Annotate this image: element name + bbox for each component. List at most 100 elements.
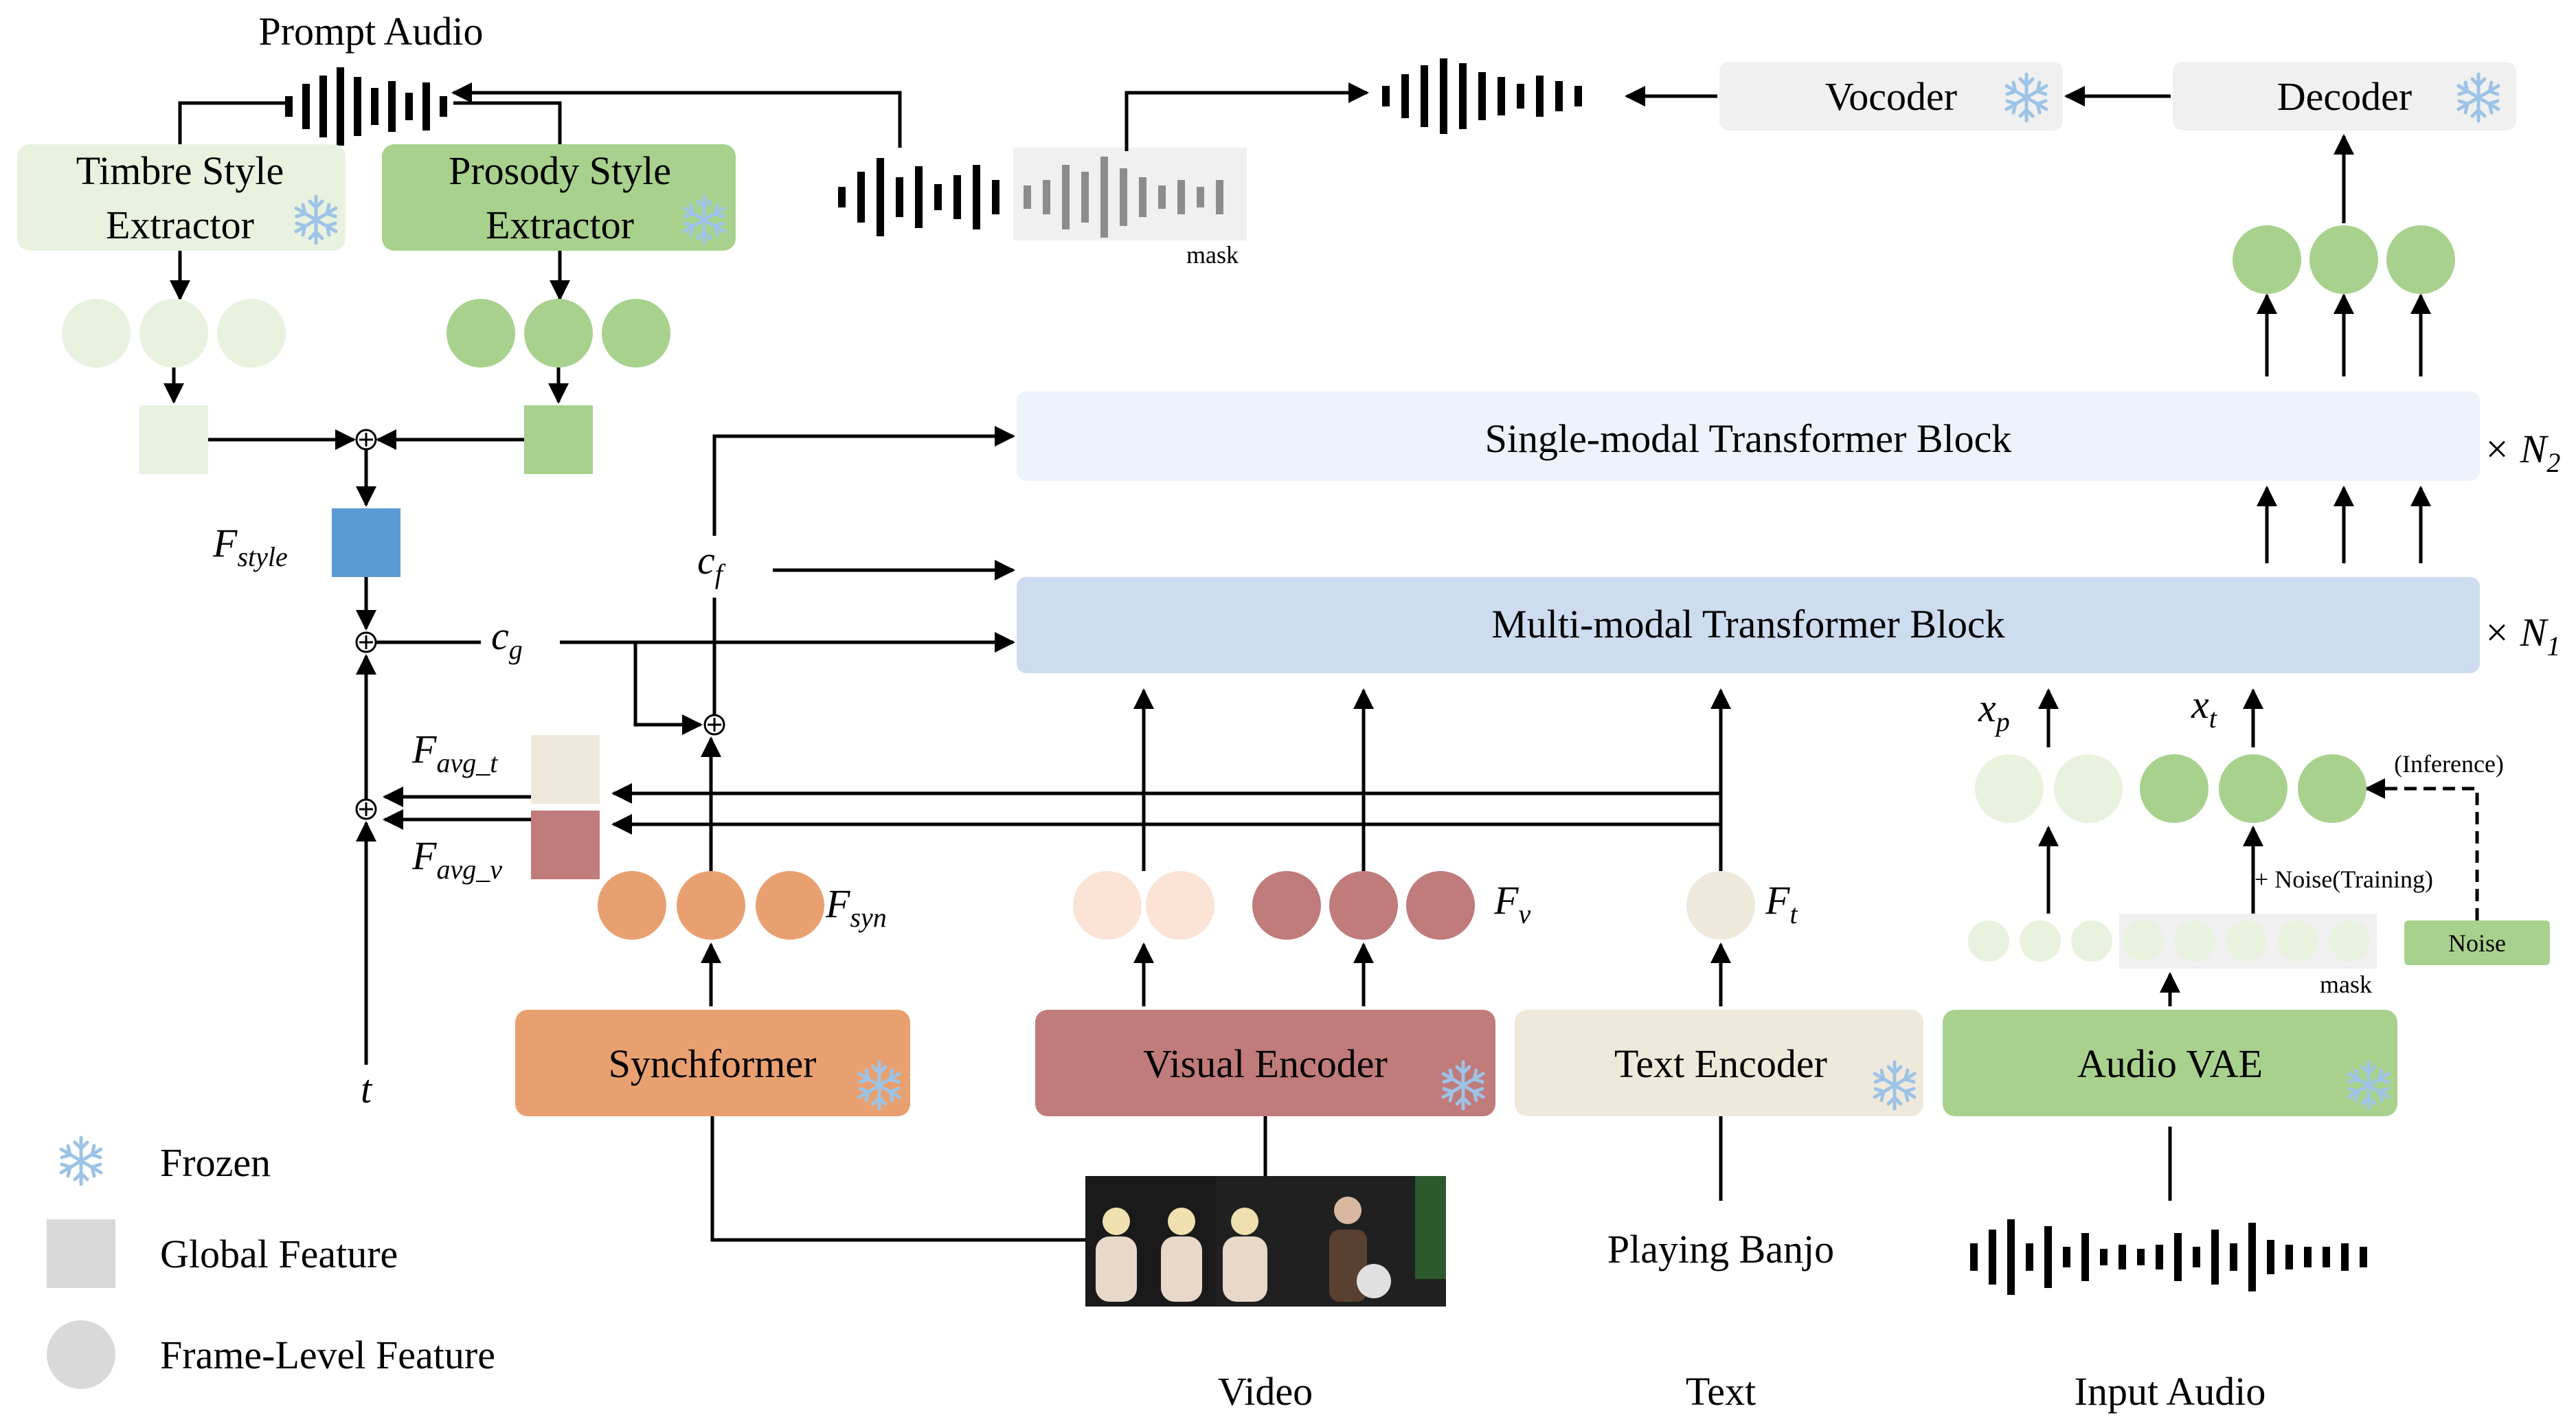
synchformer-block <box>515 1010 910 1116</box>
prosody-style-extractor <box>382 144 736 251</box>
prosody-feature-circle <box>447 299 515 368</box>
f-v-label: Fv <box>1493 878 1530 929</box>
sum-node <box>355 631 377 653</box>
latent-circle <box>2226 920 2267 962</box>
legend-global-label: Global Feature <box>160 1232 398 1276</box>
latent-circle <box>2020 920 2061 962</box>
sum-node <box>703 714 725 736</box>
f-t-label: Ft <box>1765 878 1798 929</box>
style-feature-square <box>332 508 400 577</box>
audio-vae-block <box>1943 1010 2397 1116</box>
visual-light-circle <box>1146 871 1214 940</box>
input-audio-label: Input Audio <box>2075 1369 2266 1414</box>
arrow <box>1125 82 1369 151</box>
prompt-to-prosody-line <box>453 101 562 144</box>
legend-global-square <box>47 1219 115 1288</box>
prompt-to-timbre-line <box>178 101 289 144</box>
c-f-label: cf <box>697 538 726 589</box>
input-audio-waveform <box>1970 1219 2367 1295</box>
text-feature-circle <box>1686 871 1755 940</box>
noise-training-label: + Noise(Training) <box>2255 866 2433 893</box>
text-encoder-label: Text Encoder <box>1614 1041 1827 1086</box>
output-latent-circle <box>2309 225 2378 294</box>
noise-label: Noise <box>2448 929 2506 957</box>
visual-encoder-label: Visual Encoder <box>1143 1041 1388 1086</box>
c-g-label: cg <box>491 613 523 665</box>
arrow <box>712 426 1015 536</box>
timbre-feature-circle <box>139 299 208 368</box>
timbre-global-square <box>139 405 208 474</box>
prosody-feature-circle <box>524 299 593 368</box>
noisy-latent-circle <box>2298 754 2366 823</box>
visual-feature-circle <box>1252 871 1321 940</box>
latent-circle <box>2174 920 2215 962</box>
noisy-latent-circle <box>2219 754 2287 823</box>
prosody-global-square <box>524 405 593 474</box>
mask-region <box>1013 148 1247 240</box>
avg-visual-square <box>531 811 600 879</box>
output-latent-circle <box>2233 225 2301 294</box>
mask-top-label: mask <box>1186 241 1239 269</box>
vocoder-block <box>1719 62 2063 131</box>
video-to-synch-line <box>710 1116 1089 1242</box>
timbre-style-extractor <box>17 144 346 251</box>
multi-modal-transformer-block <box>1017 577 2480 673</box>
prosody-label-line1: Prosody Style <box>449 148 671 193</box>
masked-audio-waveform <box>838 157 1223 238</box>
latent-circle <box>1968 920 2009 962</box>
timbre-feature-circle <box>217 299 286 368</box>
f-avg-t-label: Favg_t <box>411 727 498 778</box>
latent-circle <box>2277 920 2318 962</box>
prompt-latent-circle <box>2054 754 2123 823</box>
times-n2-label: × N2 <box>2483 427 2560 478</box>
sum-node <box>355 429 377 451</box>
timbre-label-line2: Extractor <box>106 203 254 247</box>
visual-feature-circle <box>1329 871 1398 940</box>
synch-feature-circle <box>677 871 745 940</box>
arrow <box>451 82 902 148</box>
decoder-block <box>2173 62 2516 131</box>
legend-frozen-label: Frozen <box>160 1140 271 1185</box>
noise-box <box>2404 920 2550 965</box>
prosody-feature-circle <box>602 299 670 368</box>
latent-circle <box>2329 920 2370 962</box>
visual-encoder-block <box>1035 1010 1495 1116</box>
video-frames <box>1085 1176 1446 1307</box>
timbre-label-line1: Timbre Style <box>76 148 284 193</box>
single-modal-transformer-block <box>1017 392 2480 481</box>
multi-modal-label: Multi-modal Transformer Block <box>1491 602 2005 646</box>
times-n1-label: × N1 <box>2483 610 2560 662</box>
sum-node <box>355 798 377 820</box>
noisy-latent-circle <box>2140 754 2208 823</box>
text-label: Text <box>1686 1369 1756 1414</box>
snowflake-icon <box>61 1138 101 1184</box>
legend-frame-circle <box>47 1320 115 1389</box>
f-avg-v-label: Favg_v <box>411 833 502 885</box>
output-latent-circle <box>2386 225 2455 294</box>
synch-feature-circle <box>598 871 666 940</box>
t-label: t <box>361 1067 373 1111</box>
f-style-label: Fstyle <box>212 521 288 572</box>
playing-banjo-label: Playing Banjo <box>1607 1227 1834 1272</box>
synchformer-label: Synchformer <box>609 1041 817 1086</box>
prompt-audio-waveform <box>285 67 447 146</box>
legend: Frozen Global Feature Frame-Level Featur… <box>47 1138 495 1389</box>
output-audio-waveform <box>1382 58 1582 134</box>
prosody-label-line2: Extractor <box>486 203 634 247</box>
visual-light-circle <box>1073 871 1142 940</box>
inference-label: (Inference) <box>2394 750 2504 778</box>
mask-bottom-label: mask <box>2320 971 2372 998</box>
decoder-label: Decoder <box>2277 74 2412 119</box>
latent-circle <box>2071 920 2112 962</box>
synch-feature-circle <box>756 871 824 940</box>
prompt-latent-circle <box>1975 754 2044 823</box>
latent-circle <box>2123 920 2164 962</box>
legend-frame-label: Frame-Level Feature <box>160 1333 495 1377</box>
inference-noise-arrow <box>2364 778 2479 920</box>
video-label: Video <box>1218 1369 1313 1414</box>
visual-feature-circle <box>1406 871 1475 940</box>
vocoder-label: Vocoder <box>1825 74 1957 119</box>
avg-text-square <box>531 735 600 804</box>
prompt-audio-label: Prompt Audio <box>258 9 483 54</box>
